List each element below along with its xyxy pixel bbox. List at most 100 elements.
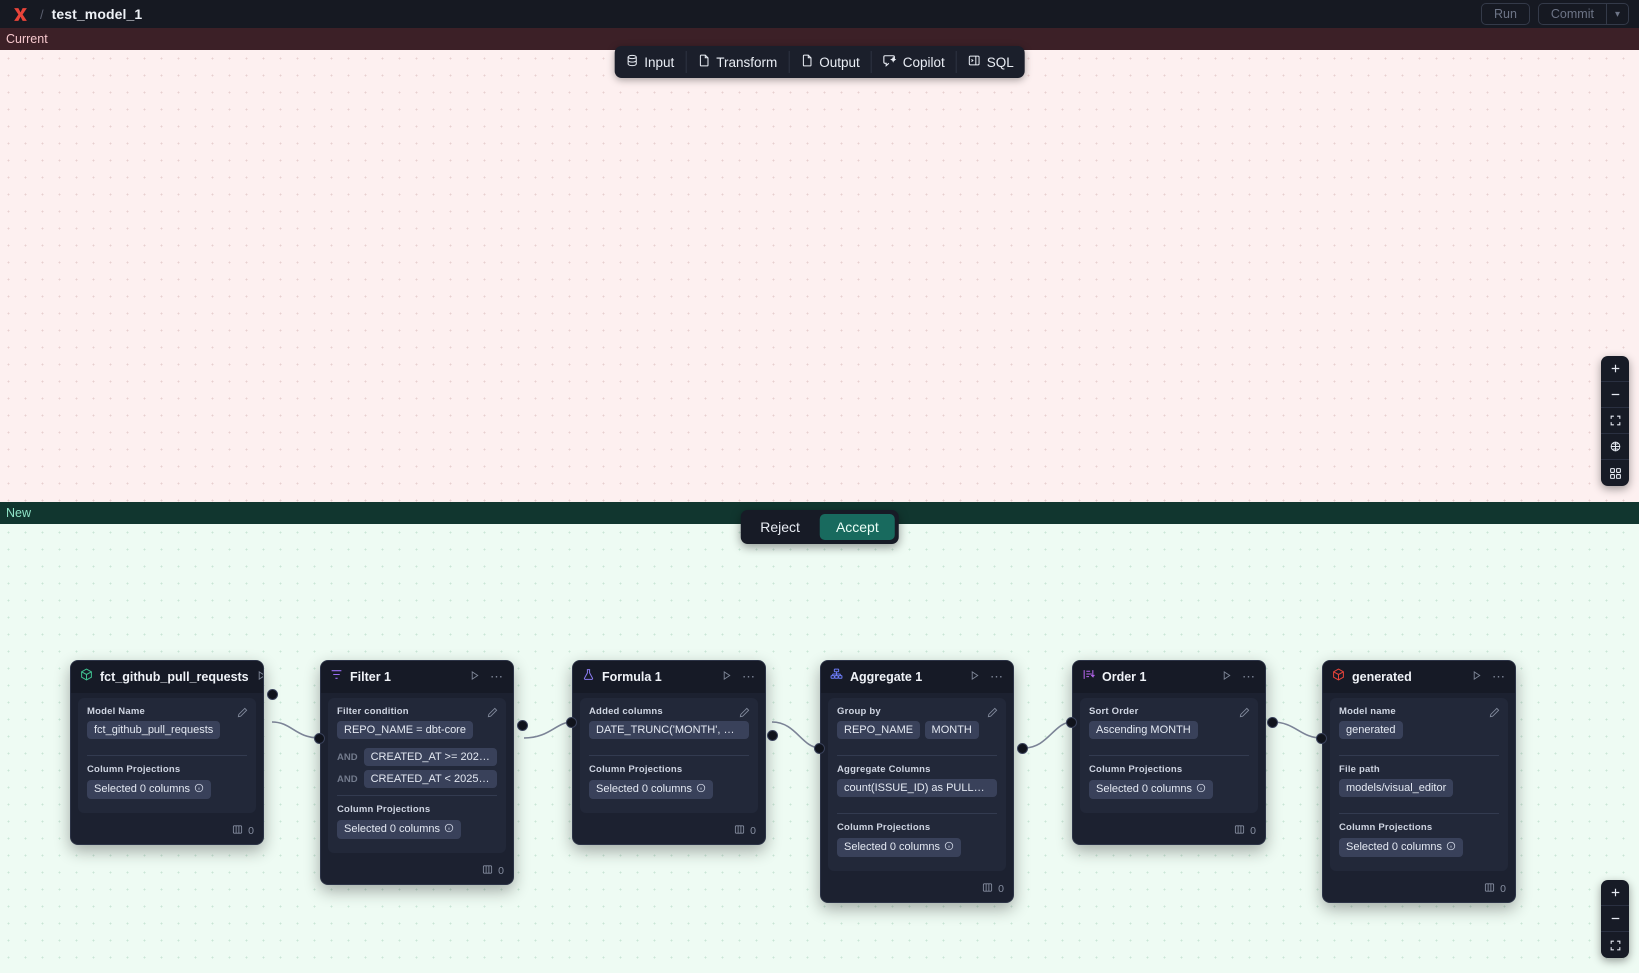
commit-button-group[interactable]: Commit ▾	[1537, 3, 1629, 25]
flask-icon	[582, 668, 595, 686]
divider	[685, 51, 687, 73]
pencil-icon[interactable]	[1239, 705, 1250, 723]
node-card-source[interactable]: fct_github_pull_requests ⋯ Model Name fc…	[70, 660, 264, 845]
zoom-out-icon[interactable]	[1601, 382, 1629, 408]
port-generated-in[interactable]	[1316, 733, 1327, 744]
chevron-down-icon[interactable]: ▾	[1614, 8, 1620, 20]
group-by-chip[interactable]: MONTH	[924, 721, 979, 739]
node-card-formula[interactable]: Formula 1 ⋯ Added columns DATE_TRUNC('MO…	[572, 660, 766, 845]
filter-condition-chip[interactable]: CREATED_AT < 2025-03-01	[363, 770, 497, 788]
info-icon[interactable]	[1446, 841, 1456, 854]
column-projections-chip[interactable]: Selected 0 columns	[1089, 779, 1213, 799]
file-path-chip[interactable]: models/visual_editor	[1339, 779, 1454, 797]
aggregate-columns-chip[interactable]: count(ISSUE_ID) as PULL_REQUEST_...	[837, 779, 997, 797]
group-by-chip[interactable]: REPO_NAME	[837, 721, 921, 739]
port-formula-out[interactable]	[767, 730, 778, 741]
columns-icon	[734, 824, 745, 838]
zoom-out-icon[interactable]	[1601, 906, 1629, 932]
file-icon	[800, 54, 813, 70]
toolbar-item-input[interactable]: Input	[614, 46, 685, 78]
filter-condition-chip[interactable]: REPO_NAME = dbt-core	[337, 721, 473, 739]
grid-icon[interactable]	[1601, 460, 1629, 486]
node-card-order[interactable]: Order 1 ⋯ Sort Order Ascending MONTH Col…	[1072, 660, 1266, 845]
port-order-in[interactable]	[1066, 717, 1077, 728]
info-icon[interactable]	[1196, 783, 1206, 796]
column-projections-chip[interactable]: Selected 0 columns	[87, 779, 211, 799]
node-card-aggregate[interactable]: Aggregate 1 ⋯ Group by REPO_NAME MONTH A…	[820, 660, 1014, 903]
info-icon[interactable]	[444, 823, 454, 836]
info-icon[interactable]	[944, 841, 954, 854]
node-title: Formula 1	[602, 670, 662, 684]
sort-icon	[1082, 668, 1095, 686]
play-icon[interactable]	[256, 670, 263, 684]
play-icon[interactable]	[969, 670, 980, 684]
commit-button[interactable]: Commit	[1550, 7, 1594, 21]
divider	[788, 51, 790, 73]
port-filter-in[interactable]	[314, 733, 325, 744]
port-aggregate-in[interactable]	[814, 743, 825, 754]
lock-icon[interactable]	[1601, 434, 1629, 460]
node-body: Added columns DATE_TRUNC('MONTH', CREATE…	[580, 698, 758, 813]
toolbar-item-transform[interactable]: Transform	[686, 46, 788, 78]
ellipsis-icon[interactable]: ⋯	[1492, 669, 1506, 684]
play-icon[interactable]	[1221, 670, 1232, 684]
footer-count: 0	[498, 864, 504, 877]
node-body: Model name generated File path models/vi…	[1330, 698, 1508, 871]
node-footer: 0	[321, 859, 513, 884]
port-source-out[interactable]	[267, 689, 278, 700]
accept-button[interactable]: Accept	[819, 514, 895, 540]
pencil-icon[interactable]	[487, 705, 498, 723]
pencil-icon[interactable]	[1489, 705, 1500, 723]
field-label: Column Projections	[1339, 822, 1433, 833]
field-label: Group by	[837, 706, 881, 717]
reject-button[interactable]: Reject	[760, 519, 800, 535]
toolbar-item-output[interactable]: Output	[789, 46, 871, 78]
ellipsis-icon[interactable]: ⋯	[742, 669, 756, 684]
filter-condition-chip[interactable]: CREATED_AT >= 2024-12-01	[363, 748, 497, 766]
model-name-chip[interactable]: generated	[1339, 721, 1403, 739]
ellipsis-icon[interactable]: ⋯	[490, 669, 504, 684]
x-logo-icon[interactable]	[10, 4, 30, 24]
play-icon[interactable]	[1471, 670, 1482, 684]
info-icon[interactable]	[194, 783, 204, 796]
node-footer: 0	[1073, 819, 1265, 844]
node-card-filter[interactable]: Filter 1 ⋯ Filter condition REPO_NAME = …	[320, 660, 514, 885]
column-projections-chip[interactable]: Selected 0 columns	[589, 779, 713, 799]
toolbar-item-copilot[interactable]: Copilot	[872, 46, 956, 78]
sort-order-chip[interactable]: Ascending MONTH	[1089, 721, 1198, 739]
port-aggregate-out[interactable]	[1017, 743, 1028, 754]
play-icon[interactable]	[721, 670, 732, 684]
fit-view-icon[interactable]	[1601, 408, 1629, 434]
added-columns-chip[interactable]: DATE_TRUNC('MONTH', CREATED_AT...	[589, 721, 749, 739]
column-projections-chip[interactable]: Selected 0 columns	[337, 819, 461, 839]
ellipsis-icon[interactable]: ⋯	[1242, 669, 1256, 684]
toolbar-item-sql[interactable]: SQL	[957, 46, 1025, 78]
pencil-icon[interactable]	[987, 705, 998, 723]
zoom-in-icon[interactable]	[1601, 356, 1629, 382]
column-projections-chip[interactable]: Selected 0 columns	[1339, 837, 1463, 857]
column-projections-chip[interactable]: Selected 0 columns	[837, 837, 961, 857]
field-value-chip[interactable]: fct_github_pull_requests	[87, 721, 221, 739]
port-filter-out[interactable]	[517, 720, 528, 731]
port-formula-in[interactable]	[566, 717, 577, 728]
page-title: test_model_1	[51, 6, 143, 22]
zoom-in-icon[interactable]	[1601, 880, 1629, 906]
pencil-icon[interactable]	[739, 705, 750, 723]
ellipsis-icon[interactable]: ⋯	[990, 669, 1004, 684]
fit-view-icon[interactable]	[1601, 932, 1629, 958]
run-button[interactable]: Run	[1480, 3, 1530, 25]
field-label: Added columns	[589, 706, 663, 717]
info-icon[interactable]	[696, 783, 706, 796]
play-icon[interactable]	[469, 670, 480, 684]
canvas-current[interactable]	[0, 50, 1639, 502]
columns-icon	[1234, 824, 1245, 838]
node-card-generated[interactable]: generated ⋯ Model name generated File pa…	[1322, 660, 1516, 903]
node-title: Order 1	[1102, 670, 1147, 684]
chip-text: Selected 0 columns	[94, 783, 190, 795]
filter-condition-row: AND CREATED_AT >= 2024-12-01	[337, 748, 497, 766]
footer-count: 0	[998, 882, 1004, 895]
pencil-icon[interactable]	[237, 705, 248, 723]
port-order-out[interactable]	[1267, 717, 1278, 728]
divider	[1339, 813, 1499, 814]
node-title: Filter 1	[350, 670, 391, 684]
